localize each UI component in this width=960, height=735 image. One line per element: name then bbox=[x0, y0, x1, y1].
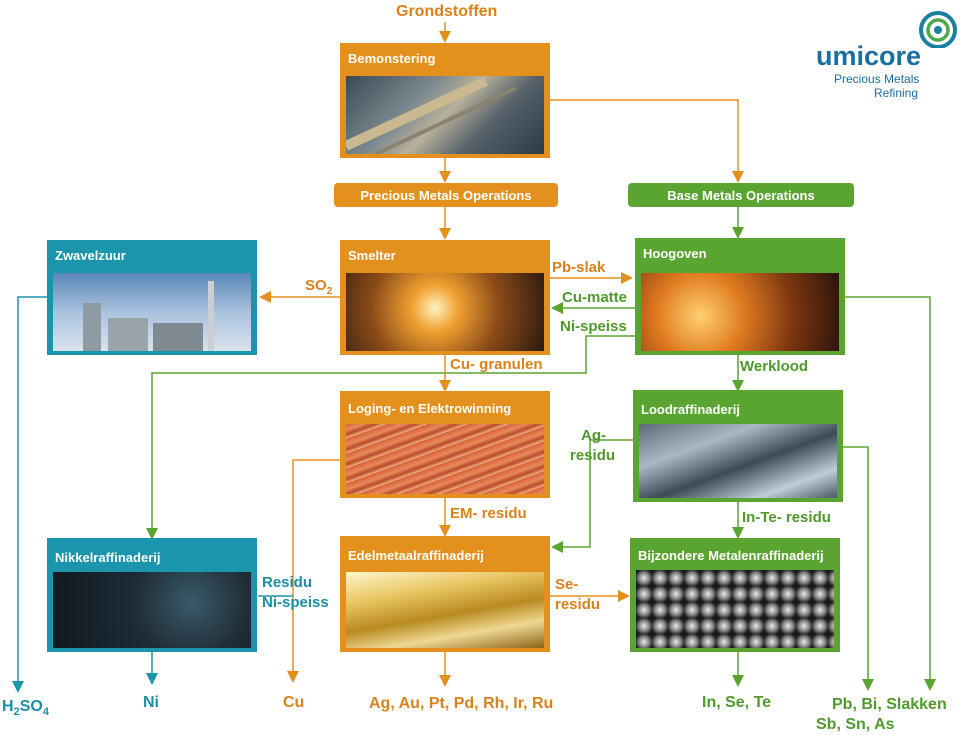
output-special-metals: In, Se, Te bbox=[702, 694, 772, 711]
se-residue-label-1: Se- bbox=[555, 576, 579, 593]
logo-line2: Refining bbox=[874, 86, 919, 100]
ag-residue-label-2: residu bbox=[570, 447, 616, 464]
leaching-title: Loging- en Elektrowinning bbox=[348, 401, 512, 416]
precious-refinery-photo bbox=[346, 572, 544, 648]
sulfuric-acid-photo bbox=[53, 273, 251, 351]
sampling-title: Bemonstering bbox=[348, 51, 436, 66]
precious-refinery-title: Edelmetaalraffinaderij bbox=[348, 548, 484, 563]
logo-line1: Precious Metals bbox=[834, 72, 920, 86]
ni-speiss-residue-label: Ni-speiss bbox=[262, 594, 329, 611]
sulfuric-acid-box: Zwavelzuur bbox=[47, 240, 257, 355]
work-lead-label: Werklood bbox=[740, 358, 809, 375]
cu-granules-label: Cu- granulen bbox=[450, 356, 543, 373]
nickel-refinery-photo bbox=[53, 572, 251, 648]
inte-residue-label: In-Te- residu bbox=[742, 509, 831, 526]
output-cu: Cu bbox=[283, 694, 305, 711]
umicore-logo: umicore Precious Metals Refining bbox=[812, 8, 960, 100]
nickel-refinery-box: Nikkelraffinaderij bbox=[47, 538, 257, 652]
so2-label: SO2 bbox=[305, 277, 333, 297]
special-refinery-box: Bijzondere Metalenraffinaderij bbox=[630, 538, 840, 652]
lead-refinery-title: Loodraffinaderij bbox=[641, 402, 740, 417]
ni-speiss-label: Ni-speiss bbox=[560, 318, 627, 335]
smelter-title: Smelter bbox=[348, 248, 396, 263]
residue-label: Residu bbox=[262, 574, 313, 591]
leaching-box: Loging- en Elektrowinning bbox=[340, 391, 550, 498]
special-refinery-photo bbox=[636, 570, 834, 648]
pb-slag-label: Pb-slak bbox=[552, 259, 606, 276]
sulfuric-acid-title: Zwavelzuur bbox=[55, 248, 126, 263]
smelter-box: Smelter bbox=[340, 240, 550, 355]
output-h2so4: H2SO4 bbox=[2, 698, 49, 719]
precious-operations-label: Precious Metals Operations bbox=[334, 183, 558, 207]
cu-matte-label: Cu-matte bbox=[562, 289, 628, 306]
nickel-refinery-title: Nikkelraffinaderij bbox=[55, 550, 161, 565]
logo-brand: umicore bbox=[816, 41, 922, 71]
leaching-photo bbox=[346, 424, 544, 494]
blast-furnace-photo bbox=[641, 273, 839, 351]
sampling-photo bbox=[343, 76, 544, 156]
special-refinery-title: Bijzondere Metalenraffinaderij bbox=[638, 548, 824, 563]
logo-swirl-icon bbox=[919, 11, 957, 48]
em-residue-label: EM- residu bbox=[450, 505, 527, 522]
ag-residue-label-1: Ag- bbox=[581, 427, 606, 444]
lead-refinery-box: Loodraffinaderij bbox=[633, 390, 843, 502]
output-precious-metals: Ag, Au, Pt, Pd, Rh, Ir, Ru bbox=[369, 695, 554, 712]
output-lead-products-1: Pb, Bi, Slakken bbox=[832, 696, 947, 713]
output-lead-products-2: Sb, Sn, As bbox=[816, 716, 895, 733]
output-ni: Ni bbox=[143, 694, 159, 711]
raw-materials-label: Grondstoffen bbox=[396, 3, 498, 20]
precious-refinery-box: Edelmetaalraffinaderij bbox=[340, 536, 550, 652]
blast-furnace-title: Hoogoven bbox=[643, 246, 707, 261]
se-residue-label-2: residu bbox=[555, 596, 601, 613]
lead-refinery-photo bbox=[639, 424, 837, 498]
base-operations-label: Base Metals Operations bbox=[628, 183, 854, 207]
blast-furnace-box: Hoogoven bbox=[635, 238, 845, 355]
smelter-photo bbox=[346, 273, 544, 351]
sampling-box: Bemonstering bbox=[340, 43, 550, 158]
